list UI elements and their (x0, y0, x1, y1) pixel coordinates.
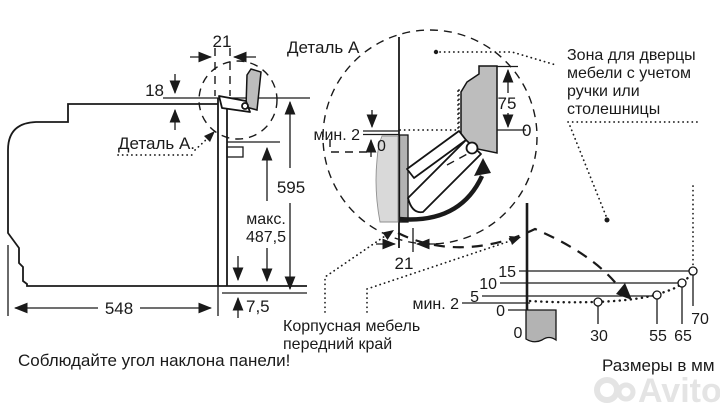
detail-ref-label: Деталь A. (118, 134, 195, 153)
dim-zero-right: 0 (522, 121, 531, 140)
zone-diagonal-end-dot (604, 217, 610, 223)
graph-marker-70 (688, 266, 698, 276)
graph-ylabel-min2: мин. 2 (412, 296, 459, 313)
frame-strip (398, 134, 409, 223)
zero-dash-ref (329, 139, 368, 153)
dim-75: 75 (498, 94, 517, 113)
dim-zero-top: 0 (377, 138, 386, 155)
hinge-arm-main (407, 139, 482, 214)
zone-leader-dotted (439, 51, 557, 66)
graph-xlabel-55: 55 (649, 328, 667, 345)
hinge-pivot-small (241, 102, 249, 110)
front-edge-leader-1 (324, 233, 389, 313)
swing-trajectory-arrowhead (616, 283, 632, 300)
dim-max-line2: 487,5 (246, 229, 286, 246)
graph-panel-stub (525, 309, 557, 343)
graph-ylabel-0: 0 (496, 303, 505, 320)
dim-max-line1: макс. (246, 211, 286, 228)
graph-xlabel-0: 0 (514, 325, 523, 342)
front-edge-note-line2: передний край (283, 336, 392, 353)
zone-note-line3: ручки или (567, 83, 640, 100)
graph-ylabel-15: 15 (498, 264, 516, 281)
hinge-pivot (465, 141, 479, 155)
rotation-arrow-arc (398, 175, 485, 222)
graph-marker-30 (593, 297, 603, 307)
swing-trajectory-dashed (397, 227, 620, 288)
detail-title: Деталь A (287, 38, 360, 57)
graph-ylabel-5: 5 (470, 289, 479, 306)
zone-leader-dot (433, 49, 439, 55)
dim-21-detail: 21 (395, 254, 414, 273)
dim-7-5: 7,5 (246, 297, 270, 316)
graph-ylabel-10: 10 (479, 276, 497, 293)
zone-note-line4: столешницы (567, 101, 660, 118)
front-edge-note-line1: Корпусная мебель (283, 318, 420, 335)
detail-a-view: Деталь A мин. 2 0 75 0 (287, 29, 557, 273)
graph-xlabel-70: 70 (691, 311, 709, 328)
zone-note: Зона для дверцы мебели с учетом ручки ил… (567, 47, 701, 267)
clearance-graph: 15 10 5 мин. 2 0 0 30 55 65 70 Корпусная… (283, 203, 709, 353)
oven-side-view: 21 18 Деталь A. 595 макс. 487,5 548 7,5 (7, 32, 310, 370)
dim-min2: мин. 2 (313, 127, 360, 144)
graph-marker-65 (677, 278, 687, 288)
rotation-arrowhead (474, 158, 491, 176)
front-edge-leader-2-arrowhead (509, 236, 521, 245)
oven-outline (7, 103, 307, 287)
latch (226, 146, 244, 158)
watermark-logo-circle-1 (594, 377, 620, 403)
furniture-panel (375, 135, 399, 223)
dim-21-top: 21 (213, 32, 232, 51)
front-edge-leader-1-arrowhead (382, 230, 394, 240)
zone-note-line2: мебели с учетом (567, 65, 691, 82)
dim-548: 548 (105, 299, 133, 318)
watermark: Avito (594, 372, 720, 405)
detail-circle-big (322, 29, 538, 245)
warning-note: Соблюдайте угол наклона панели! (18, 351, 290, 370)
dim-595: 595 (277, 178, 305, 197)
watermark-text: Avito (638, 372, 720, 405)
watermark-logo-circle-2 (616, 382, 636, 402)
graph-xlabel-65: 65 (674, 328, 692, 345)
graph-xlabel-30: 30 (590, 328, 608, 345)
units-note: Размеры в мм (602, 356, 715, 375)
zone-note-line1: Зона для дверцы (567, 47, 696, 64)
dim-18: 18 (145, 81, 164, 100)
detail-ref-arrowhead (204, 131, 215, 142)
front-edge-leader-2 (366, 239, 514, 313)
graph-marker-55 (652, 290, 662, 300)
zone-diagonal-dotted (569, 125, 607, 217)
detail-ref-leader (194, 136, 210, 151)
hinge-dash-accent (446, 151, 472, 166)
